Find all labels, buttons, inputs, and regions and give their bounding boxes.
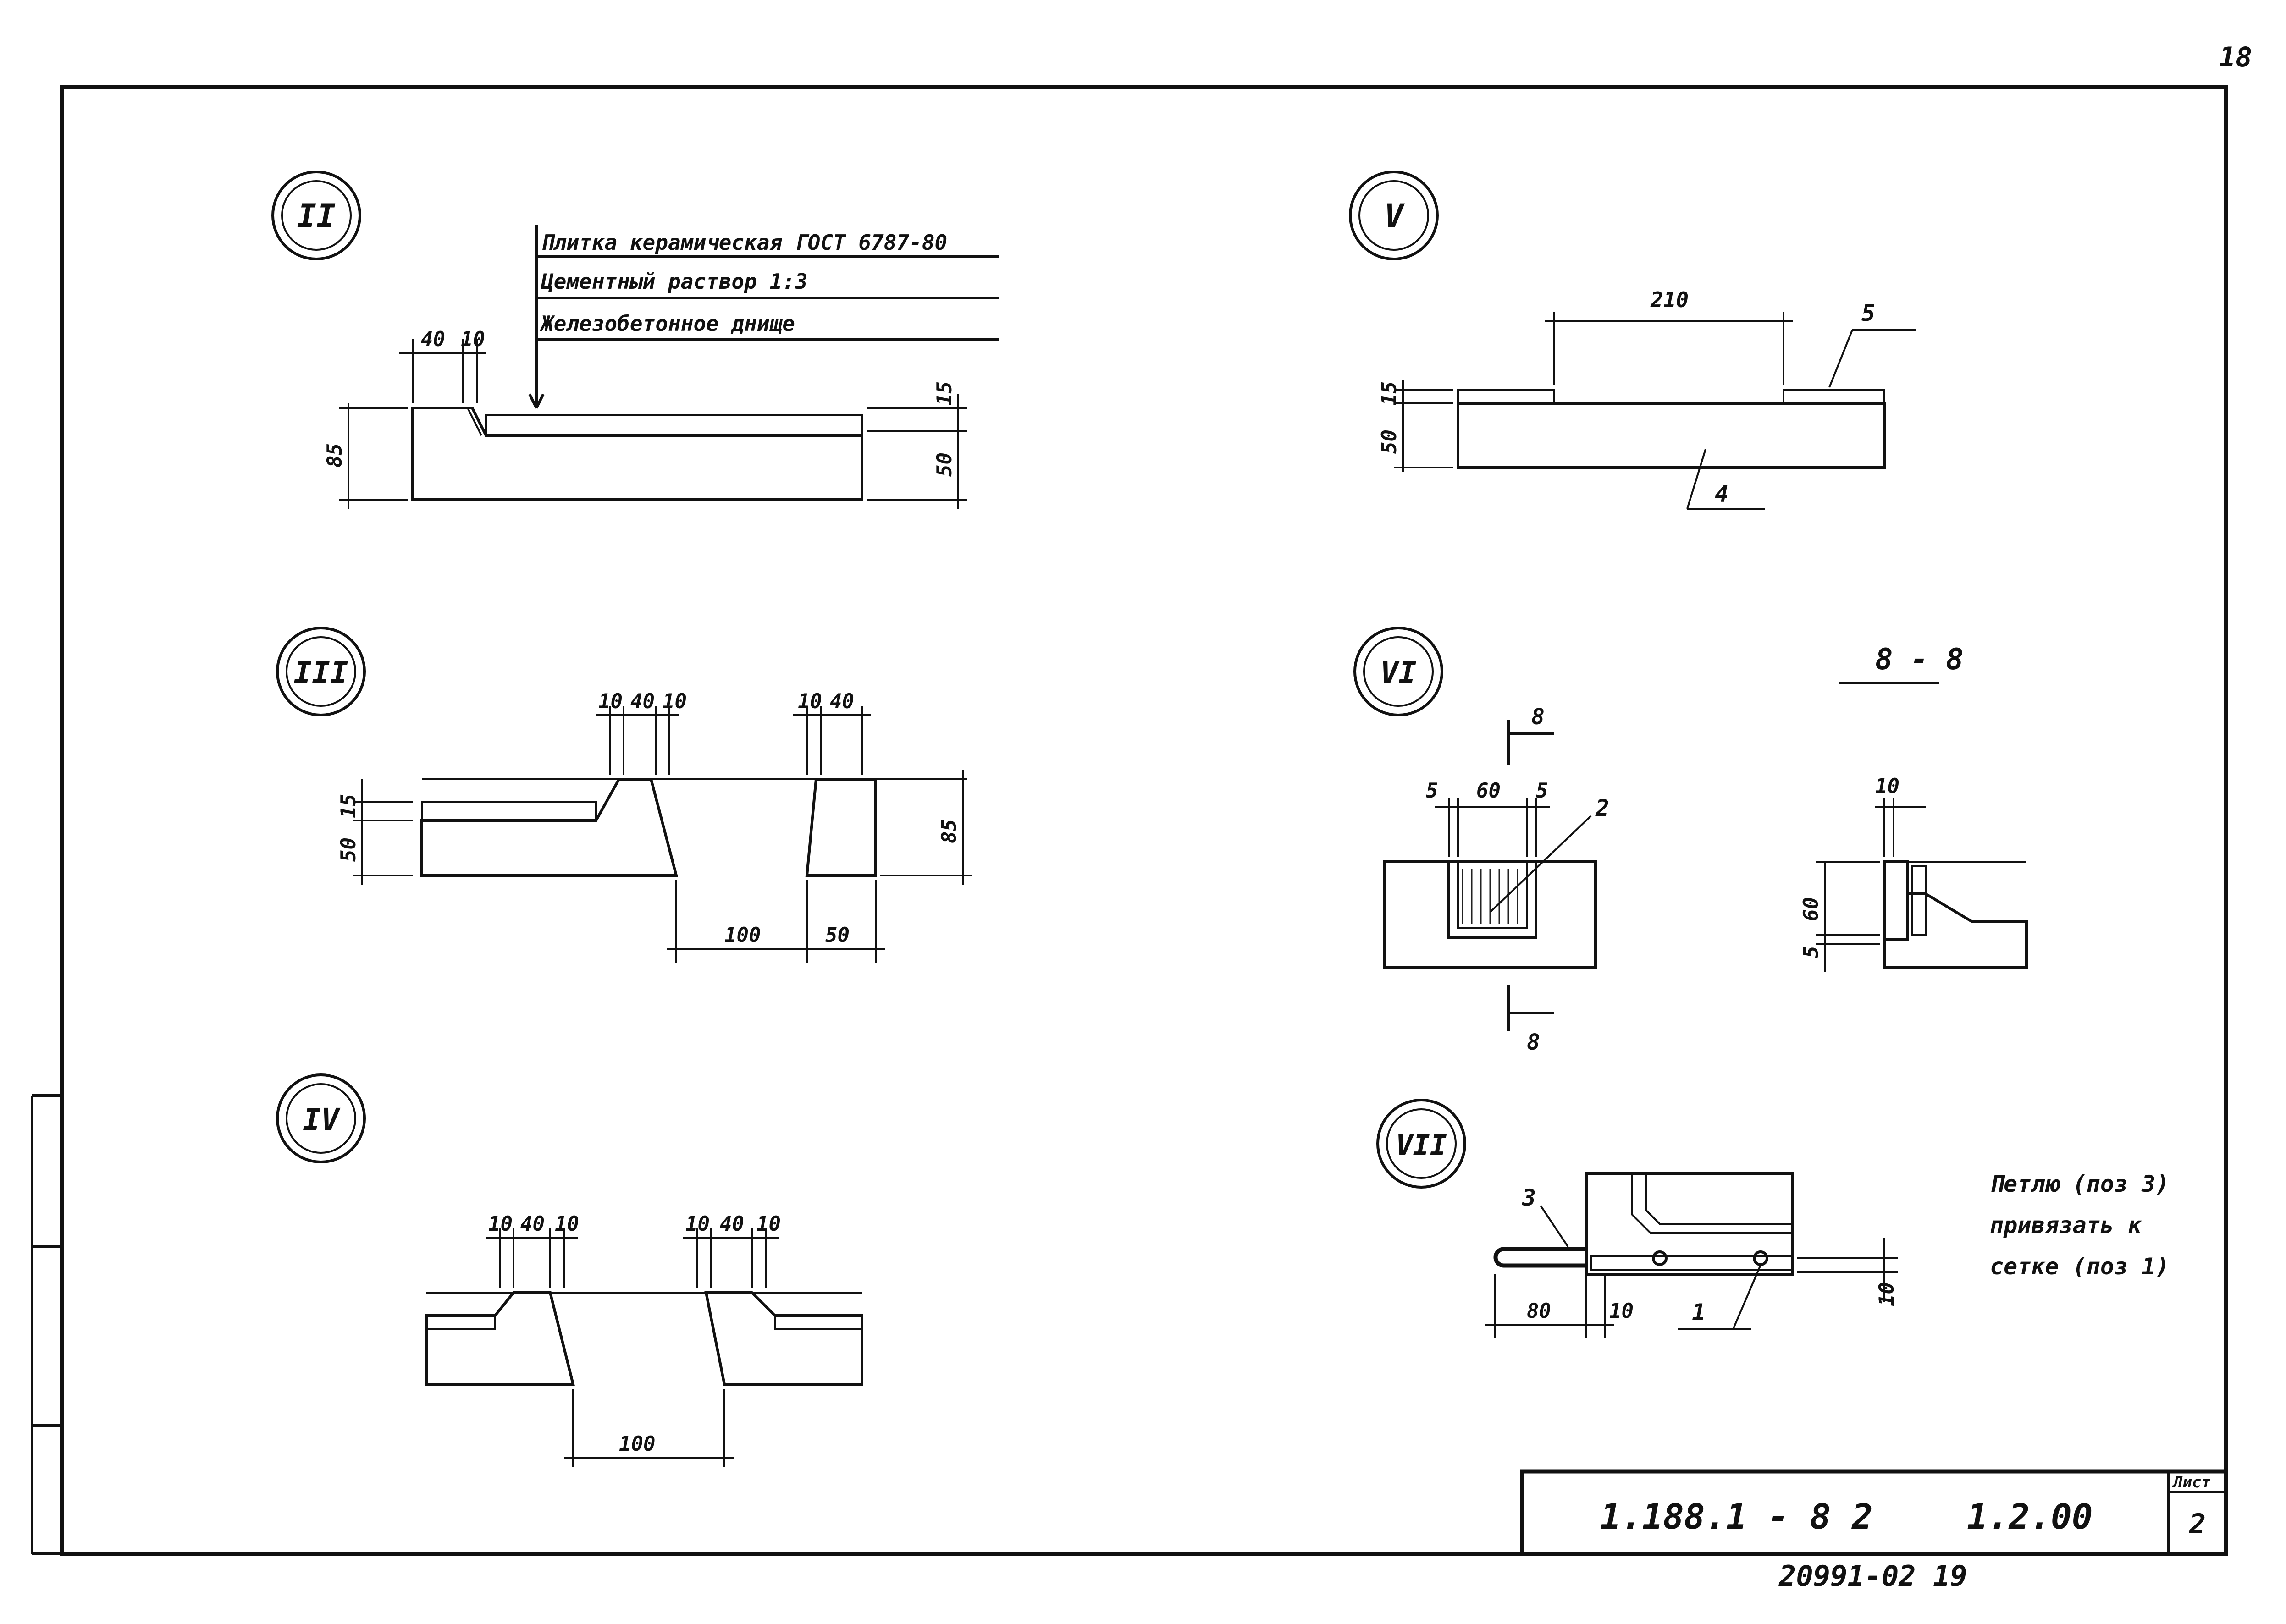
section-body-III-left [420, 778, 678, 877]
dim-88-60: 60 [1800, 897, 1823, 921]
dims-VII: 3 1 80 10 10 [1485, 1184, 1899, 1338]
dim-VII-v10: 10 [1875, 1282, 1899, 1306]
section-title-8-8: 8 - 8 [1875, 643, 1964, 677]
dim-II-50: 50 [933, 452, 956, 477]
section-body-II [411, 407, 863, 501]
dim-III-10a: 10 [598, 690, 623, 713]
section-8-8: 10 60 5 [1800, 775, 2028, 972]
dim-III-10b: 10 [663, 690, 687, 713]
detail-marker-VI-label: VI [1380, 655, 1416, 690]
dims-III: 10 40 10 10 40 15 50 85 100 50 [337, 690, 972, 963]
dim-III-50: 50 [337, 837, 360, 862]
tile-V-right [1783, 389, 1885, 404]
detail-IV: IV 10 40 10 10 40 10 100 [276, 1073, 863, 1467]
layer-slab: Железобетонное днище [540, 311, 795, 336]
detail-marker-IV: IV [276, 1073, 366, 1163]
layer-mortar: Цементный раствор 1:3 [541, 269, 808, 294]
note-line-2: привязать к [1990, 1212, 2142, 1239]
plan-VI: 8 8 5 60 5 2 [1383, 704, 1609, 1055]
dim-V-210: 210 [1650, 287, 1689, 312]
dim-III-40b: 40 [830, 690, 854, 713]
detail-marker-VII-label: VII [1396, 1129, 1447, 1162]
detail-marker-II-label: II [297, 197, 336, 235]
dim-IV-100: 100 [619, 1432, 655, 1456]
sheet-label: Лист [2172, 1473, 2211, 1492]
tile-layer-II [485, 414, 863, 436]
dim-IV-10b: 10 [555, 1212, 579, 1236]
sheet-border [60, 85, 2228, 1556]
dims-V: 210 15 50 5 4 [1378, 287, 1916, 510]
detail-marker-IV-label: IV [303, 1102, 341, 1137]
dim-IV-10c: 10 [685, 1212, 710, 1236]
detail-marker-III: III [276, 627, 366, 716]
dim-IV-40a: 40 [520, 1212, 545, 1236]
dim-III-10c: 10 [798, 690, 822, 713]
tile-layer-III [421, 801, 597, 821]
dim-IV-10a: 10 [488, 1212, 513, 1236]
dim-IV-10d: 10 [756, 1212, 781, 1236]
label-VII-1: 1 [1692, 1299, 1706, 1326]
dim-88-5: 5 [1800, 946, 1823, 958]
dim-III-85: 85 [938, 819, 961, 843]
dims-IV: 10 40 10 10 40 10 100 [486, 1212, 781, 1467]
detail-marker-III-label: III [293, 655, 348, 690]
dim-II-85: 85 [323, 443, 347, 468]
detail-V: V 210 15 50 5 4 [1349, 171, 1916, 510]
layer-tile: Плитка керамическая ГОСТ 6787-80 [541, 230, 947, 255]
label-VII-3: 3 [1522, 1184, 1536, 1211]
detail-marker-V-label: V [1384, 197, 1405, 235]
section-body-IV-left [425, 1291, 575, 1386]
dim-VII-80: 80 [1527, 1299, 1551, 1323]
detail-marker-VI: VI [1353, 627, 1443, 716]
slab-V [1457, 402, 1886, 469]
dim-VII-10: 10 [1609, 1299, 1634, 1323]
detail-VII: VII 3 1 80 10 10 Петлю (поз 3) пр [1376, 1099, 2169, 1338]
sheet-number: 2 [2189, 1508, 2206, 1540]
label-V-5: 5 [1861, 300, 1875, 326]
detail-marker-VII: VII [1376, 1099, 1466, 1189]
dim-V-15: 15 [1378, 381, 1401, 406]
dim-IV-40b: 40 [720, 1212, 744, 1236]
dim-VI-60: 60 [1476, 779, 1501, 803]
note-line-1: Петлю (поз 3) [1990, 1171, 2169, 1197]
label-VI-2: 2 [1595, 795, 1609, 821]
loop-bar [1493, 1247, 1586, 1268]
dim-III-15: 15 [337, 794, 360, 818]
page-number: 18 [2219, 41, 2252, 73]
dim-II-40: 40 [421, 328, 445, 351]
title-code: 1.2.00 [1967, 1496, 2093, 1537]
dim-88-10: 10 [1875, 775, 1899, 798]
tile-V-left [1457, 389, 1555, 404]
footer-note: 20991-02 19 [1778, 1559, 1967, 1593]
dim-III-40a: 40 [630, 690, 655, 713]
section-body-III-right [805, 778, 877, 877]
title-designation: 1.188.1 - 8 2 [1600, 1496, 1873, 1537]
note-line-3: сетке (поз 1) [1990, 1253, 2169, 1280]
dim-II-15: 15 [933, 381, 956, 406]
detail-II: II Плитка керамическая ГОСТ 6787-80 Цеме… [271, 171, 999, 509]
label-V-4: 4 [1715, 481, 1728, 507]
dims-II: 40 10 85 15 50 [323, 328, 967, 509]
title-block: 1.188.1 - 8 2 1.2.00 Лист 2 [1520, 1469, 2228, 1556]
detail-VI: VI 8 - 8 8 8 [1353, 627, 2028, 1055]
section-body-VII [1585, 1172, 1794, 1276]
section-body-IV-right [704, 1291, 863, 1386]
note-VII: Петлю (поз 3) привязать к сетке (поз 1) [1990, 1171, 2169, 1280]
dim-V-50: 50 [1378, 429, 1401, 454]
dim-VI-5b: 5 [1536, 779, 1548, 803]
dim-II-10: 10 [461, 328, 485, 351]
cut-label-bottom: 8 [1527, 1029, 1540, 1055]
detail-III: III 10 40 10 10 40 15 50 [276, 627, 972, 963]
cut-label-top: 8 [1531, 704, 1545, 730]
dim-III-50b: 50 [825, 924, 850, 947]
layer-callout: Плитка керамическая ГОСТ 6787-80 Цементн… [528, 225, 999, 409]
binding-strip [31, 1094, 62, 1555]
detail-marker-V: V [1349, 171, 1439, 260]
dim-VI-5a: 5 [1426, 779, 1438, 803]
detail-marker-II: II [271, 171, 361, 260]
dim-III-100: 100 [724, 924, 761, 947]
